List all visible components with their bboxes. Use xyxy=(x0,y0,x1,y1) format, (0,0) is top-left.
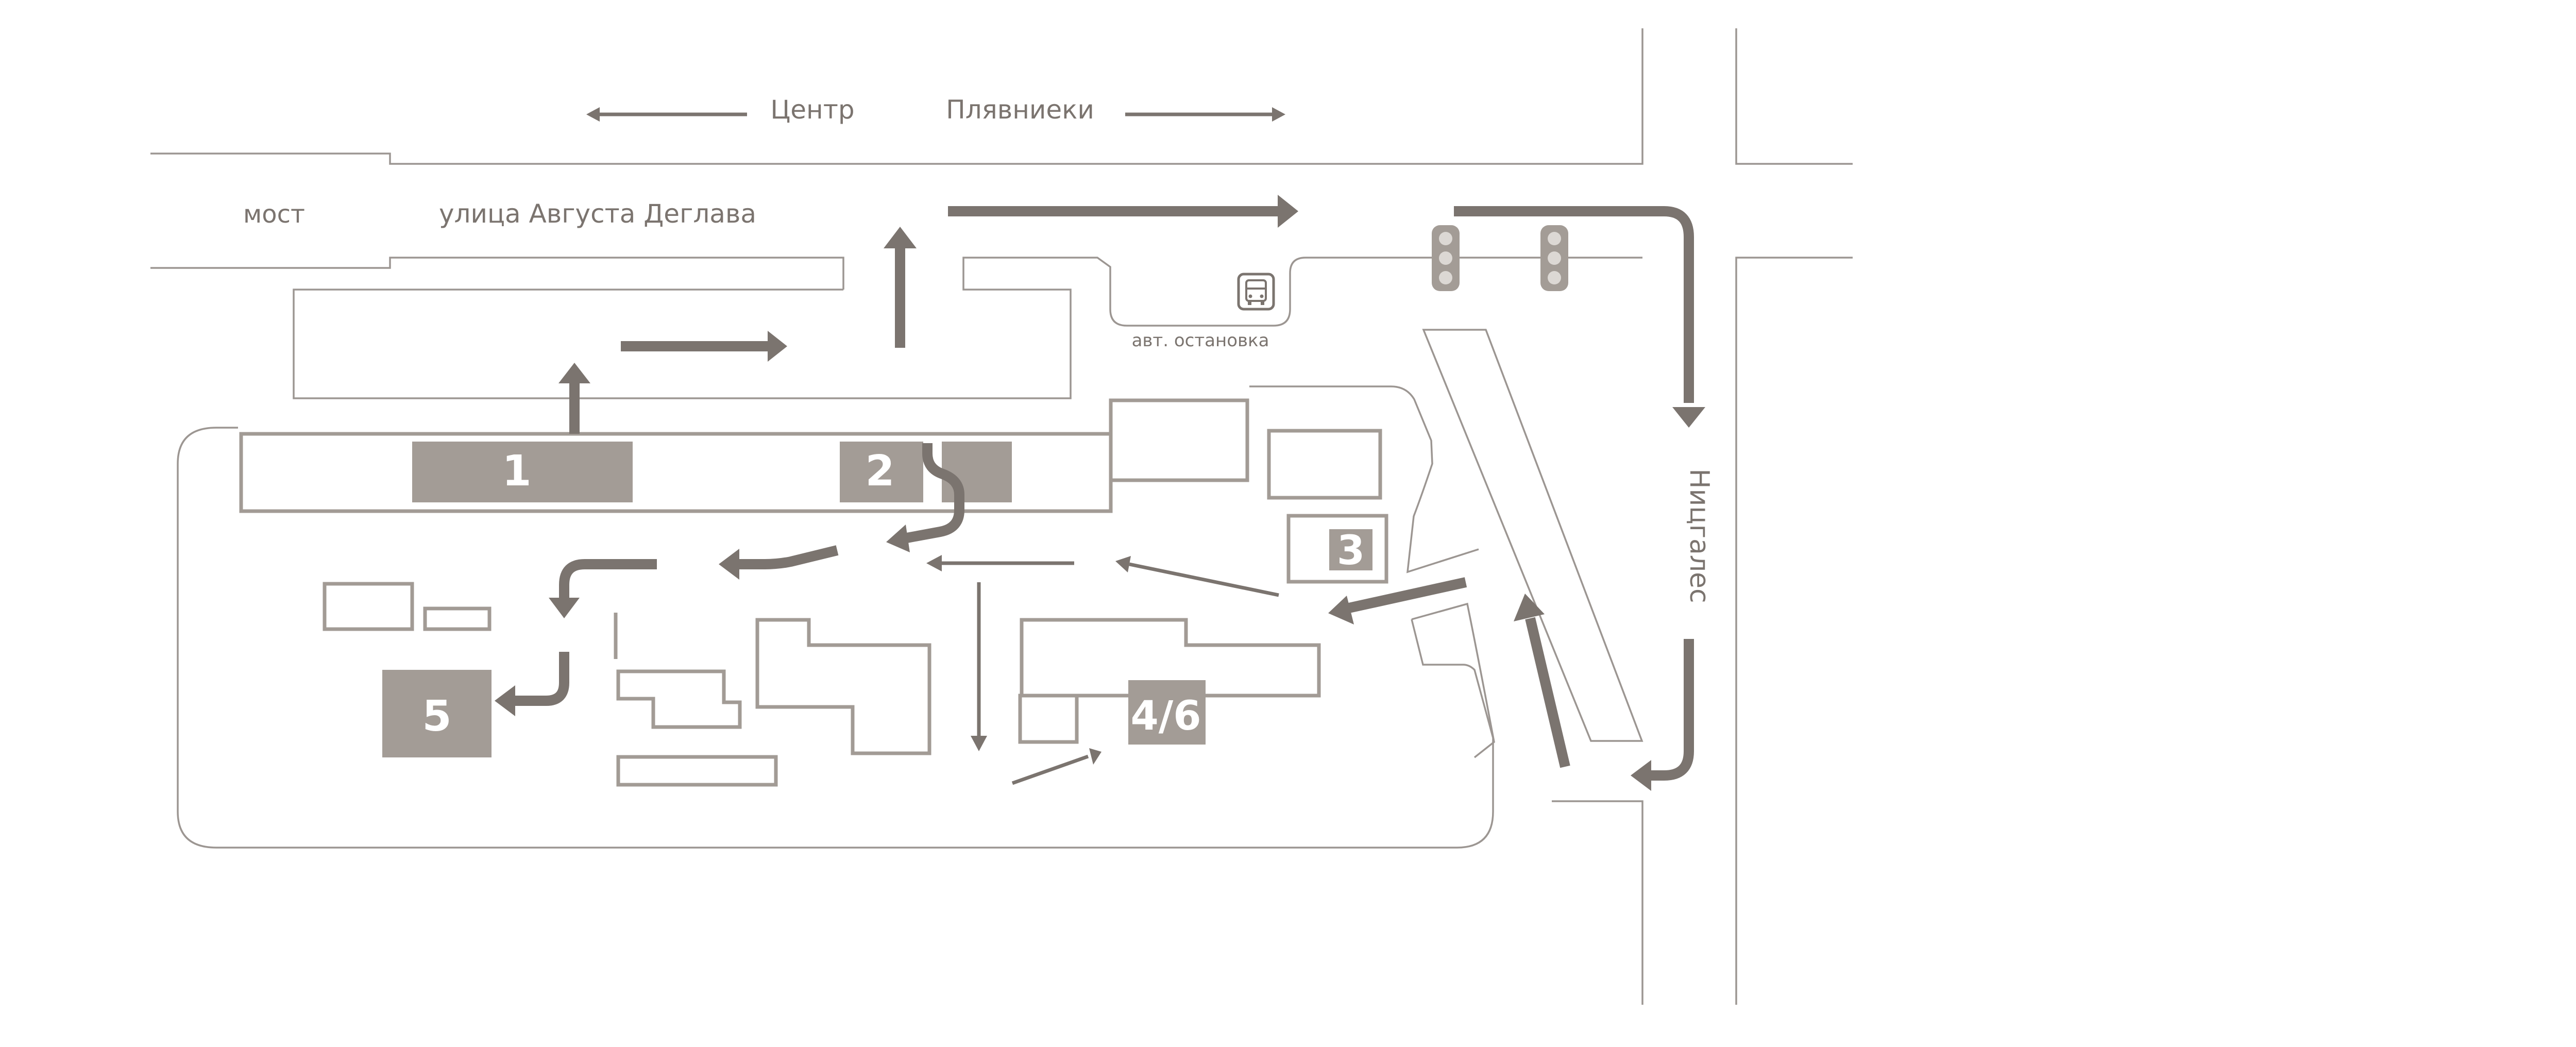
building-step-west xyxy=(616,669,742,729)
street-network xyxy=(150,28,1853,1005)
buildings-outlines xyxy=(239,398,1388,787)
street-nicgales-west-edge-south xyxy=(1552,800,1643,1005)
route-b2-loop-head xyxy=(886,525,910,552)
route-nicgales-south xyxy=(1651,639,1694,781)
label-street-nicgales: Ницгалес xyxy=(1684,468,1715,603)
building-south-strip xyxy=(616,755,778,787)
route-nicgales-south-head xyxy=(1631,760,1651,791)
direction-label-center: Центр xyxy=(770,95,854,125)
flow-west-2-head xyxy=(1115,556,1131,572)
route-turn-nicgales-head xyxy=(1672,407,1705,428)
flow-down-head xyxy=(971,736,987,751)
route-b2-loop xyxy=(906,443,964,543)
street-nicgales-east-edge xyxy=(1735,28,1853,165)
flow-west-1-head xyxy=(926,555,942,571)
site-boundary xyxy=(177,427,1494,849)
route-west-middle-head xyxy=(719,549,739,580)
building-1-label: 1 xyxy=(502,447,531,496)
route-turn-down-head xyxy=(549,598,580,618)
traffic-light-icon xyxy=(1432,225,1460,291)
building-2-block-left[interactable] xyxy=(840,442,923,502)
street-ramp-south xyxy=(1411,602,1495,758)
route-ramp-north-head xyxy=(1514,594,1545,621)
map-labels: Центр Плявниеки мост улица Августа Дегла… xyxy=(243,95,1715,603)
street-deglava-north-edge xyxy=(150,28,1643,165)
street-service-road-west xyxy=(293,257,1642,399)
route-into-b5 xyxy=(515,652,569,706)
route-eastbound-head xyxy=(1278,195,1298,228)
direction-label-plyavnieki: Плявниеки xyxy=(946,95,1094,125)
street-ramp-north xyxy=(1249,385,1479,573)
route-into-b5-head xyxy=(495,685,515,716)
label-bus-stop: авт. остановка xyxy=(1132,330,1269,351)
building-small-east xyxy=(1267,429,1382,500)
building-3-label: 3 xyxy=(1337,528,1365,574)
building-3-frame xyxy=(1286,514,1388,584)
route-turn-nicgales xyxy=(1454,206,1694,403)
route-up-from-b1-head xyxy=(558,363,590,383)
flow-northeast xyxy=(1011,754,1089,785)
flow-northeast-head xyxy=(1089,748,1101,765)
building-4-6-label: 4/6 xyxy=(1130,693,1201,739)
route-arrows xyxy=(495,195,1705,791)
building-west-a xyxy=(323,582,414,631)
route-turn-down xyxy=(559,559,657,598)
direction-arrows-top xyxy=(586,107,1285,122)
arrow-head-center xyxy=(586,107,600,122)
route-to-b3 xyxy=(1347,577,1467,613)
building-annex-outline xyxy=(1109,398,1249,482)
street-nicgales-east-edge-south xyxy=(1735,257,1853,1005)
building-5-block[interactable] xyxy=(382,670,492,757)
bus-icon[interactable] xyxy=(1237,273,1275,311)
label-street-deglava: улица Августа Деглава xyxy=(439,199,756,229)
building-2-block-right[interactable] xyxy=(942,442,1012,502)
building-4-6-block[interactable] xyxy=(1128,680,1206,745)
label-bridge: мост xyxy=(243,200,305,229)
route-up-to-main-head xyxy=(884,227,917,248)
route-west-middle xyxy=(739,545,839,569)
building-west-b xyxy=(423,606,492,631)
route-to-b3-head xyxy=(1328,596,1354,624)
building-5-label: 5 xyxy=(422,692,451,741)
arrow-head-plyavnieki xyxy=(1272,107,1285,122)
building-4-6-outline xyxy=(1018,618,1321,744)
flow-west-2 xyxy=(1129,562,1279,597)
building-central xyxy=(755,618,931,755)
building-3-block[interactable] xyxy=(1329,529,1372,570)
building-2-label: 2 xyxy=(865,447,894,496)
numbered-buildings: 1 2 3 4/6 5 xyxy=(382,442,1372,757)
building-1-block[interactable] xyxy=(412,442,633,502)
traffic-light-icon xyxy=(1540,225,1568,291)
route-service-east-head xyxy=(768,331,787,362)
street-deglava-south-edge-west xyxy=(150,257,844,290)
route-ramp-north xyxy=(1525,617,1570,768)
flow-arrows xyxy=(926,555,1279,785)
street-median-island xyxy=(1422,329,1643,742)
